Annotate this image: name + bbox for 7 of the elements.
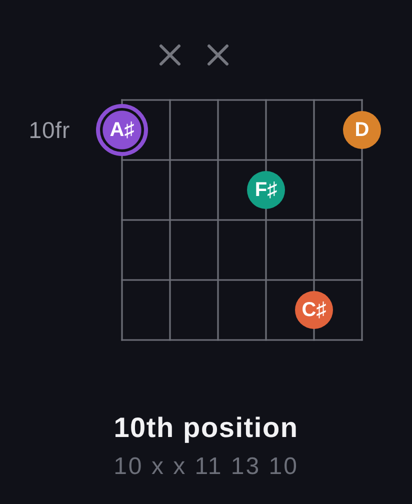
fret-number-label: 10fr [28, 116, 70, 144]
note-dot: F♯ [247, 171, 285, 209]
note-dot: D [343, 111, 381, 149]
chord-title: 10th position [114, 412, 298, 443]
fingering-text: 10 x x 11 13 10 [114, 453, 298, 480]
root-note-dot: A♯ [96, 104, 148, 156]
note-dot: C♯ [295, 291, 333, 329]
